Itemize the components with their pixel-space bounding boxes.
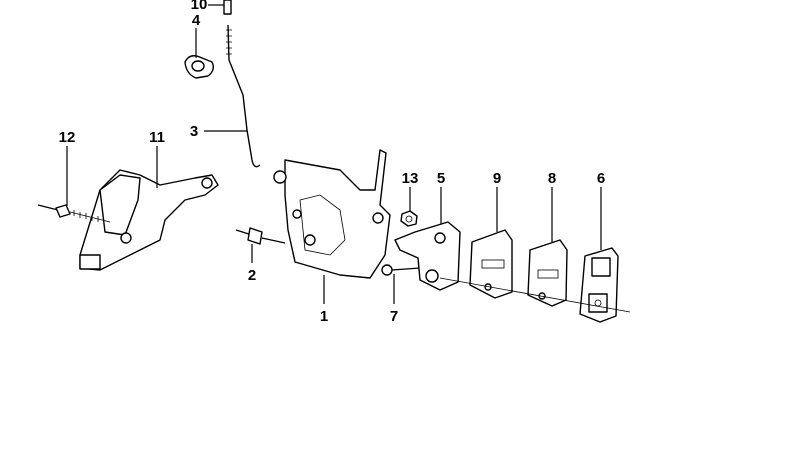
label-part-5: 5 (437, 170, 445, 187)
label-part-8: 8 (548, 170, 556, 187)
part-12-screw (37, 204, 111, 223)
label-part-1: 1 (320, 308, 328, 325)
part-6-shim (579, 247, 619, 323)
label-part-13: 13 (402, 170, 419, 187)
label-part-4: 4 (192, 12, 201, 29)
assembly-axis-line (439, 277, 631, 313)
part-9-plate (469, 229, 513, 299)
part-7-screw (381, 264, 421, 276)
part-13-nut (400, 210, 418, 227)
label-part-10: 10 (191, 0, 208, 13)
label-part-2: 2 (248, 267, 256, 284)
label-part-11: 11 (149, 129, 165, 146)
leader-lines (66, 4, 602, 304)
label-part-6: 6 (597, 170, 605, 187)
label-part-3: 3 (190, 123, 198, 140)
label-part-12: 12 (59, 129, 76, 146)
label-part-9: 9 (493, 170, 501, 187)
part-11-actuator (79, 169, 219, 271)
part-1-lock (273, 149, 391, 279)
part-3-rod (226, 24, 261, 168)
part-10-pin (223, 0, 232, 15)
part-5-striker (394, 221, 461, 291)
part-8-plate (527, 239, 568, 307)
label-part-7: 7 (390, 308, 398, 325)
part-4-clip (184, 55, 215, 79)
part-2-screw (235, 227, 286, 245)
